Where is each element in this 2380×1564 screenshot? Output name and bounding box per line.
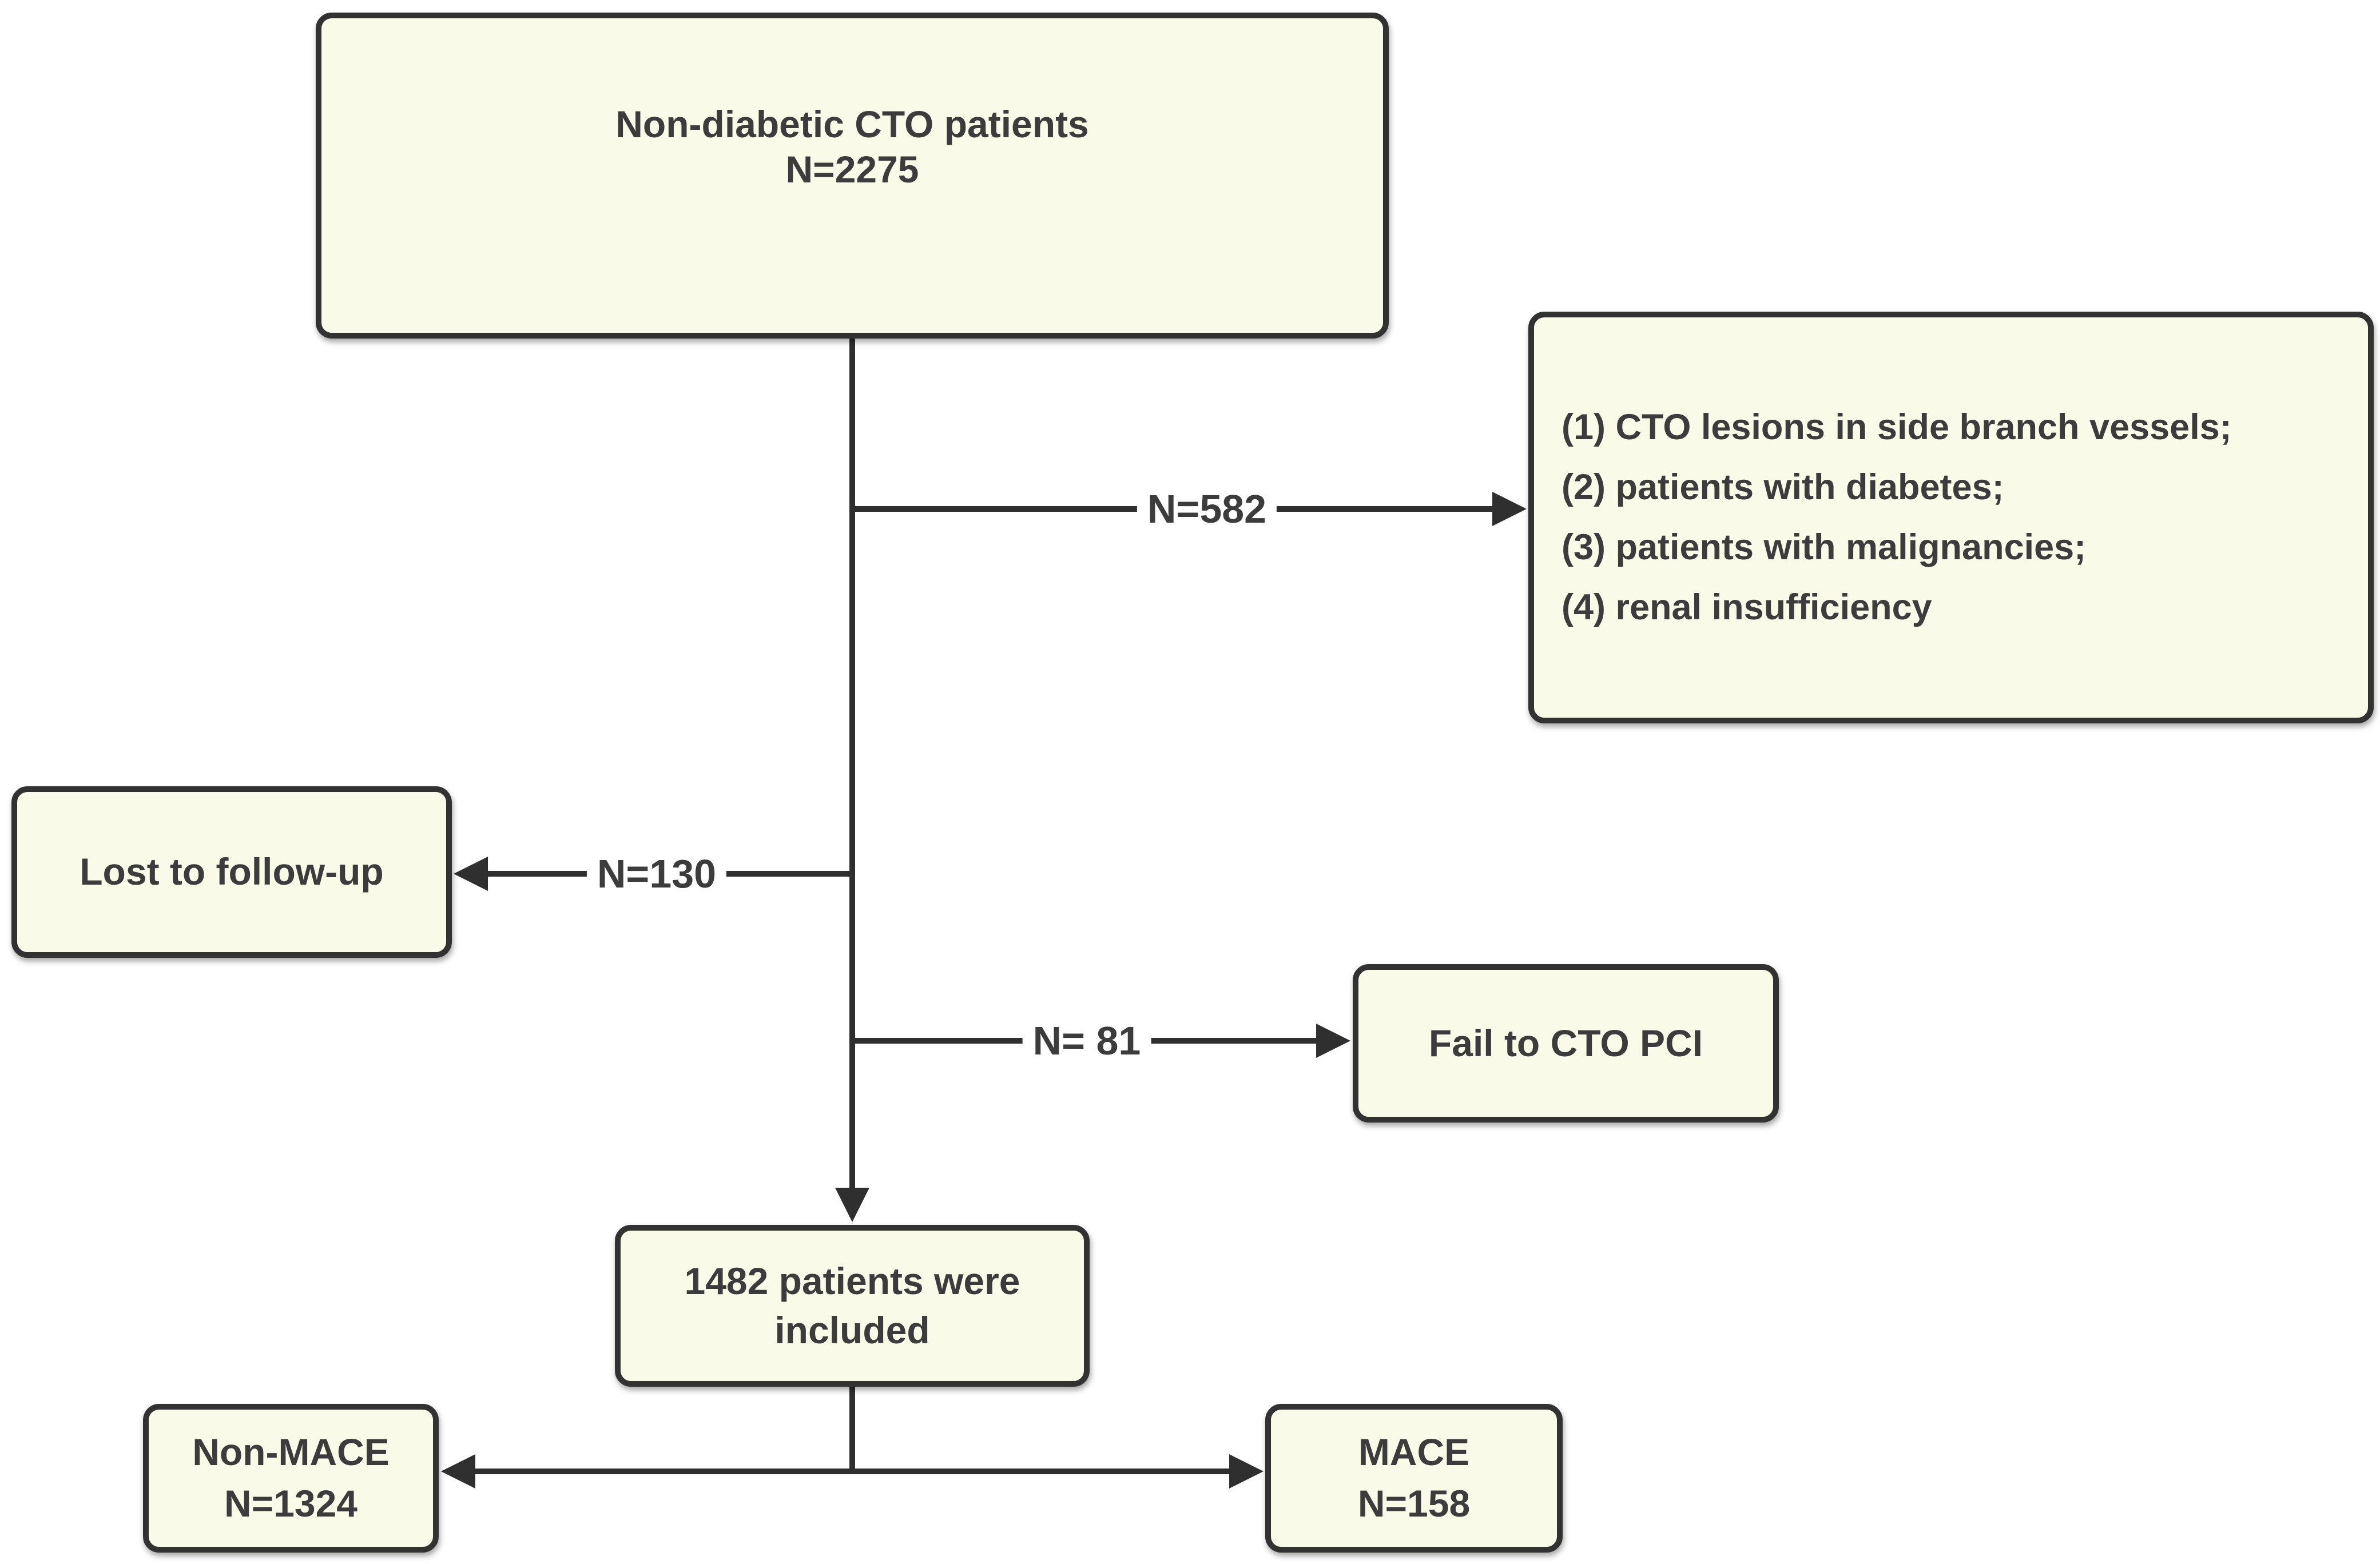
exclusion-item-4: (4) renal insufficiency (1561, 587, 1932, 628)
box-exclusion-criteria: (1) CTO lesions in side branch vessels; … (1528, 312, 2374, 723)
box-nondiabetic-cto-patients: Non-diabetic CTO patients N=2275 (316, 13, 1389, 339)
box-fail-to-cto-pci: Fail to CTO PCI (1353, 964, 1779, 1123)
edge-label-excluded-n582: N=582 (1137, 486, 1277, 532)
box-nonmace-line2: N=1324 (224, 1482, 358, 1525)
box-top-line1: Non-diabetic CTO patients (615, 102, 1089, 145)
box-lost-label: Lost to follow-up (80, 850, 384, 893)
box-patients-included: 1482 patients were included (615, 1225, 1090, 1387)
exclusion-item-2: (2) patients with diabetes; (1561, 467, 2004, 507)
edge-label-fail-n81: N= 81 (1022, 1018, 1151, 1064)
box-top-line2: N=2275 (785, 148, 919, 190)
box-mace-line1: MACE (1358, 1431, 1470, 1474)
exclusion-item-1: (1) CTO lesions in side branch vessels; (1561, 407, 2232, 447)
box-included-line2: included (774, 1308, 930, 1351)
box-fail-label: Fail to CTO PCI (1428, 1021, 1703, 1064)
exclusion-item-3: (3) patients with malignancies; (1561, 527, 2087, 567)
box-mace-line2: N=158 (1357, 1482, 1471, 1525)
box-lost-to-follow-up: Lost to follow-up (11, 786, 452, 958)
box-nonmace-line1: Non-MACE (192, 1431, 390, 1474)
box-included-line1: 1482 patients were (684, 1259, 1020, 1302)
edge-label-lost-n130: N=130 (586, 851, 727, 897)
box-mace: MACE N=158 (1265, 1404, 1563, 1553)
box-non-mace: Non-MACE N=1324 (143, 1404, 439, 1553)
